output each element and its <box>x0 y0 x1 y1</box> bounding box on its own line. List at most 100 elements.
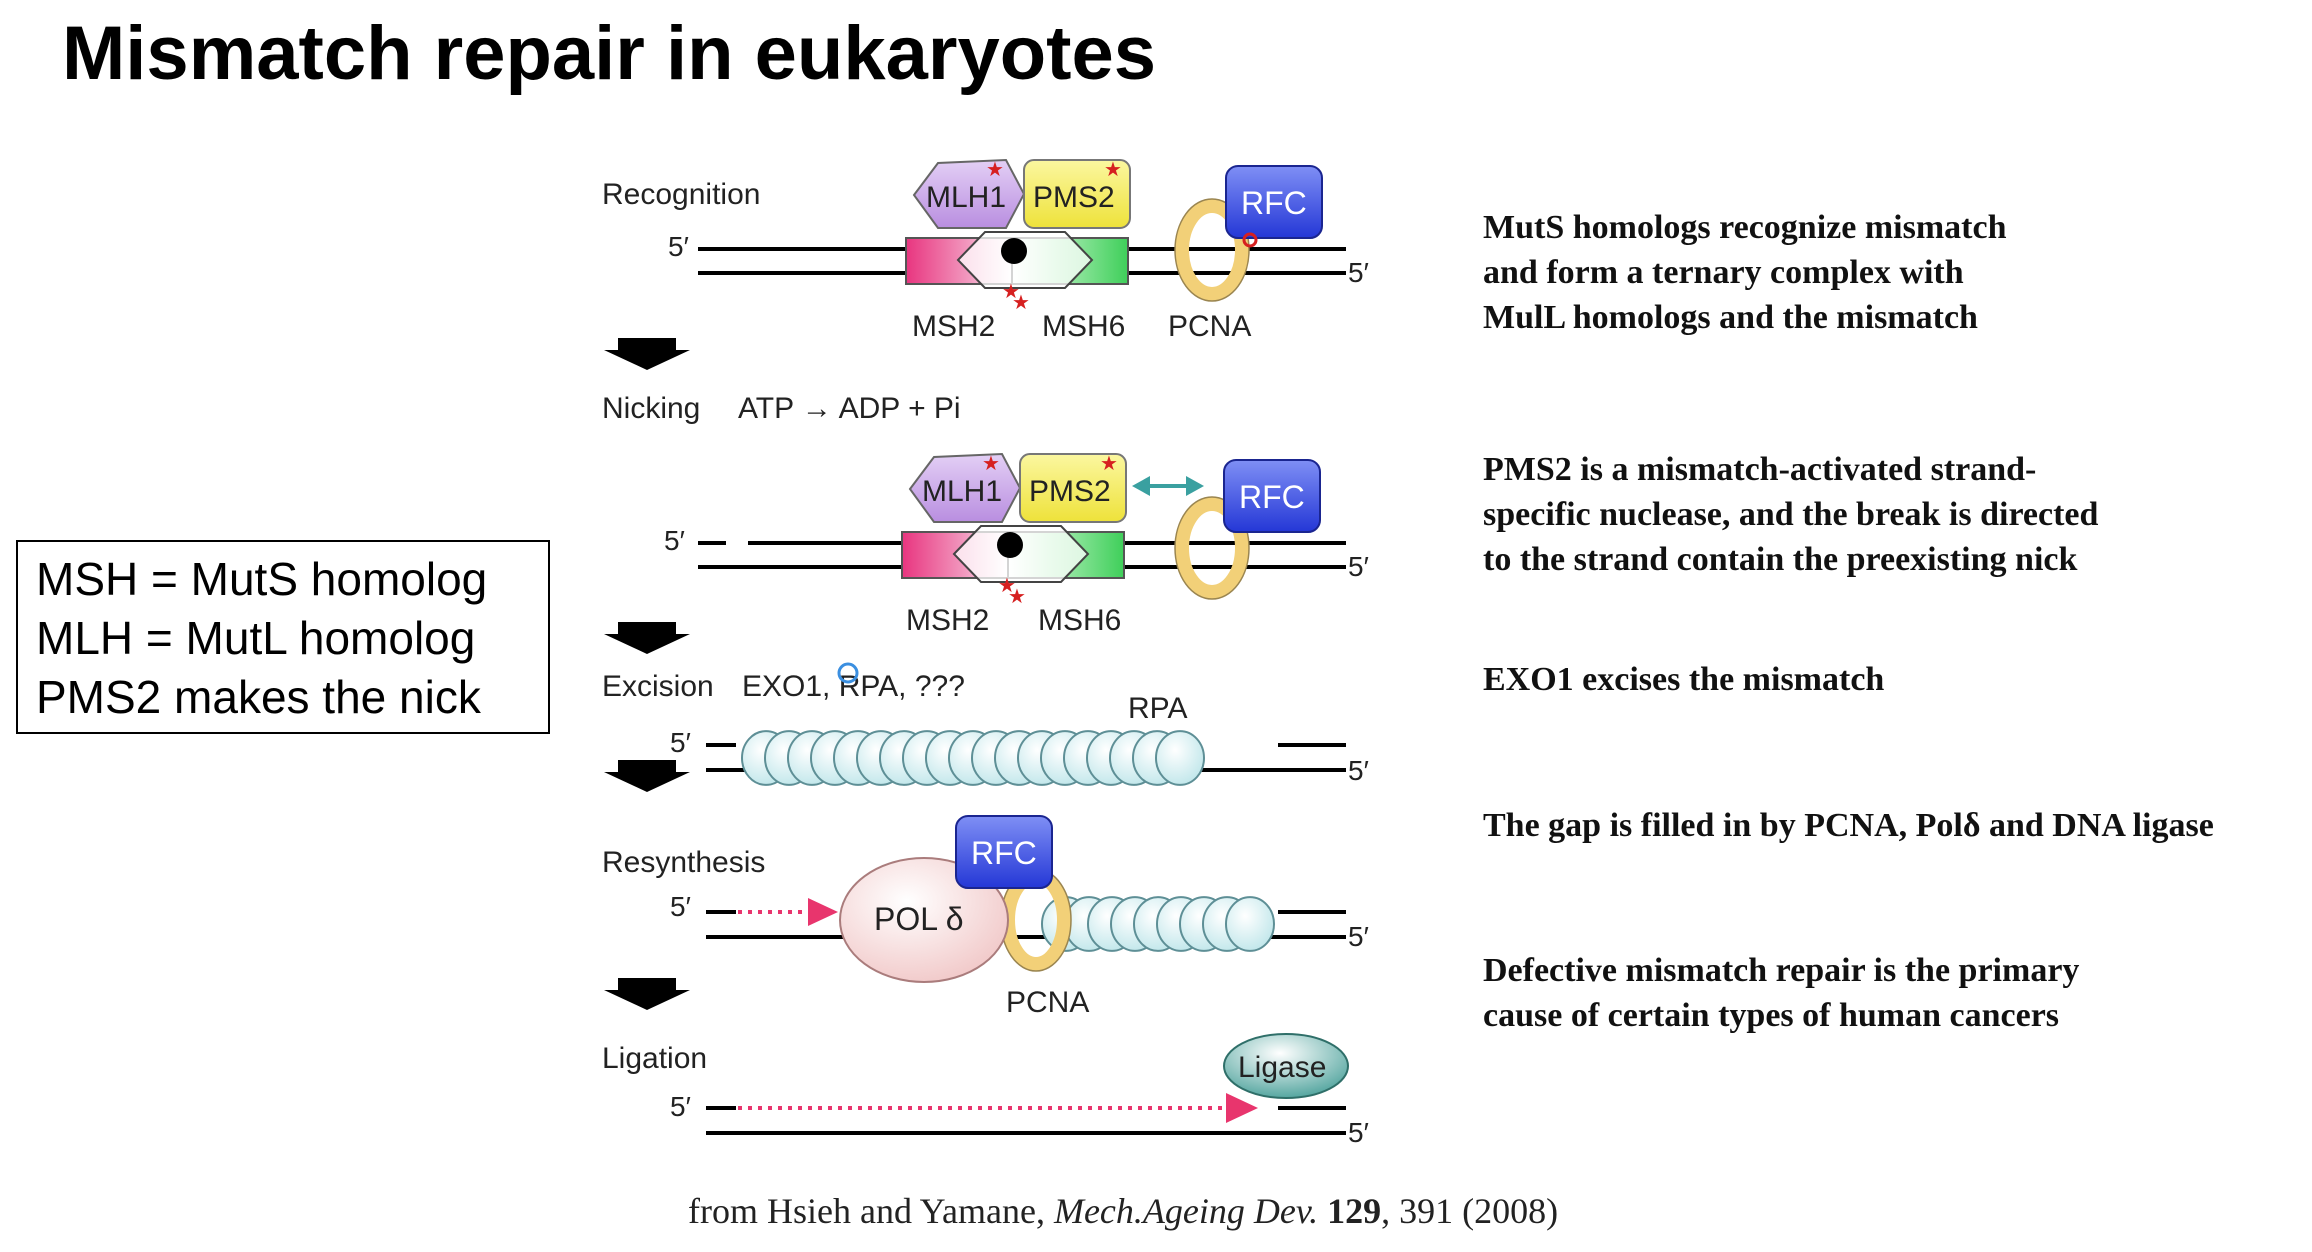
step-label-excision: Excision <box>602 670 714 703</box>
step-resynthesis: Resynthesis 5′ 5′ POL δ RFC PCNA <box>602 815 1369 1019</box>
citation: from Hsieh and Yamane, Mech.Ageing Dev. … <box>688 1190 1558 1232</box>
star-marker: ★ <box>1002 281 1020 303</box>
pcna-label: PCNA <box>1006 986 1089 1019</box>
cursor-highlight <box>837 662 859 684</box>
step-down-arrow <box>604 338 690 370</box>
pcna-ring-outline <box>1174 496 1250 600</box>
rfc-label: RFC <box>971 835 1037 871</box>
star-marker: ★ <box>986 159 1004 181</box>
description-line: and form a ternary complex with <box>1483 254 1964 291</box>
description-line: to the strand contain the preexisting ni… <box>1483 541 2078 578</box>
description-resynthesis: The gap is filled in by PCNA, Polδ and D… <box>1483 803 2214 848</box>
rpa-filament <box>741 730 1205 786</box>
legend-line-pms2: PMS2 makes the nick <box>36 671 481 723</box>
star-marker: ★ <box>998 575 1016 597</box>
rpa-label: RPA <box>1128 692 1187 725</box>
msh-clamp-outline <box>956 231 1094 289</box>
five-prime-label: 5′ <box>1348 257 1369 288</box>
description-nicking: PMS2 is a mismatch-activated strand- spe… <box>1483 447 2098 582</box>
step-recognition: Recognition 5′ 5′ MLH1 PMS2 ★ ★ ★ ★ MSH2… <box>602 158 1369 370</box>
star-marker: ★ <box>1012 292 1030 314</box>
nick-marker <box>1242 232 1258 248</box>
citation-prefix: from Hsieh and Yamane, <box>688 1191 1054 1231</box>
step-down-arrow <box>604 760 690 792</box>
nicking-reaction: ATP → ADP + Pi <box>738 392 961 425</box>
pms2-label: PMS2 <box>1029 475 1111 508</box>
pcna-ring <box>1175 199 1249 301</box>
mlh1-label: MLH1 <box>926 181 1006 214</box>
star-marker: ★ <box>1008 586 1026 608</box>
pms2-label: PMS2 <box>1033 181 1115 214</box>
mlh1-label: MLH1 <box>922 475 1002 508</box>
step-label-ligation: Ligation <box>602 1042 707 1075</box>
msh2-label: MSH2 <box>906 604 989 637</box>
description-line: specific nuclease, and the break is dire… <box>1483 496 2099 533</box>
star-marker: ★ <box>982 453 1000 475</box>
legend-line-mlh: MLH = MutL homolog <box>36 612 476 664</box>
msh2-label: MSH2 <box>912 310 995 343</box>
pol-delta-label: POL δ <box>874 901 964 937</box>
rfc-complex <box>1223 459 1321 533</box>
citation-volume: 129 <box>1327 1191 1382 1231</box>
description-line: PMS2 is a mismatch-activated strand- <box>1483 451 2037 488</box>
ligase-label: Ligase <box>1238 1051 1326 1084</box>
msh6-label: MSH6 <box>1042 310 1125 343</box>
ligase <box>1223 1033 1349 1099</box>
description-line: Defective mismatch repair is the primary <box>1483 952 2080 989</box>
description-line: EXO1 excises the mismatch <box>1483 661 1885 698</box>
synthesis-arrowhead <box>1226 1093 1258 1123</box>
rfc-complex <box>1225 165 1323 239</box>
step-label-resynthesis: Resynthesis <box>602 846 765 879</box>
five-prime-label: 5′ <box>1348 921 1369 952</box>
five-prime-label: 5′ <box>1348 1117 1369 1148</box>
step-nicking: Nicking ATP → ADP + Pi 5′ 5′ MLH1 PMS2 ★… <box>602 392 1369 654</box>
pms2-subunit <box>1023 159 1131 229</box>
step-down-arrow <box>604 978 690 1010</box>
five-prime-label: 5′ <box>670 1091 691 1122</box>
rpa-bead <box>1155 730 1205 786</box>
rpa-filament <box>1041 896 1275 952</box>
description-line: cause of certain types of human cancers <box>1483 997 2060 1034</box>
star-marker: ★ <box>1100 453 1118 475</box>
pcna-label: PCNA <box>1168 310 1251 343</box>
step-ligation: Ligation 5′ 5′ Ligase <box>602 1033 1369 1148</box>
star-marker: ★ <box>1104 159 1122 181</box>
excision-factors: EXO1, RPA, ??? <box>742 670 965 703</box>
citation-journal: Mech.Ageing Dev. <box>1053 1191 1319 1231</box>
msh6-label: MSH6 <box>1038 604 1121 637</box>
pcna-ring <box>1175 497 1249 599</box>
arrowhead-right <box>1186 476 1204 496</box>
arrowhead-left <box>1132 476 1150 496</box>
rpa-bead <box>1225 896 1275 952</box>
msh-clamp-outline <box>952 525 1090 583</box>
five-prime-label: 5′ <box>1348 551 1369 582</box>
step-label-nicking: Nicking <box>602 392 700 425</box>
five-prime-label: 5′ <box>670 727 691 758</box>
description-line: The gap is filled in by PCNA, Polδ and D… <box>1483 807 2214 844</box>
five-prime-label: 5′ <box>668 231 689 262</box>
mismatch-dot <box>997 532 1023 558</box>
five-prime-label: 5′ <box>664 525 685 556</box>
step-excision: Excision EXO1, RPA, ??? RPA 5′ 5′ <box>602 662 1369 792</box>
description-line: MutS homologs recognize mismatch <box>1483 209 2007 246</box>
step-label-recognition: Recognition <box>602 178 760 211</box>
mismatch-dot <box>1001 238 1027 264</box>
rfc-label: RFC <box>1239 479 1305 515</box>
five-prime-label: 5′ <box>670 891 691 922</box>
description-recognition: MutS homologs recognize mismatch and for… <box>1483 205 2006 340</box>
description-excision: EXO1 excises the mismatch <box>1483 657 1884 702</box>
pol-delta <box>839 857 1009 983</box>
page-title: Mismatch repair in eukaryotes <box>62 11 1156 96</box>
citation-rest: , 391 (2008) <box>1381 1191 1559 1231</box>
legend-line-msh: MSH = MutS homolog <box>36 553 488 605</box>
description-disease: Defective mismatch repair is the primary… <box>1483 948 2079 1038</box>
pms2-subunit <box>1019 453 1127 523</box>
pcna-ring-outline <box>1174 198 1250 302</box>
rfc-label: RFC <box>1241 185 1307 221</box>
synthesis-arrowhead <box>808 898 838 926</box>
five-prime-label: 5′ <box>1348 755 1369 786</box>
description-line: MulL homologs and the mismatch <box>1483 299 1978 336</box>
rfc-complex <box>955 815 1053 889</box>
abbreviation-legend: MSH = MutS homolog MLH = MutL homolog PM… <box>16 540 550 734</box>
